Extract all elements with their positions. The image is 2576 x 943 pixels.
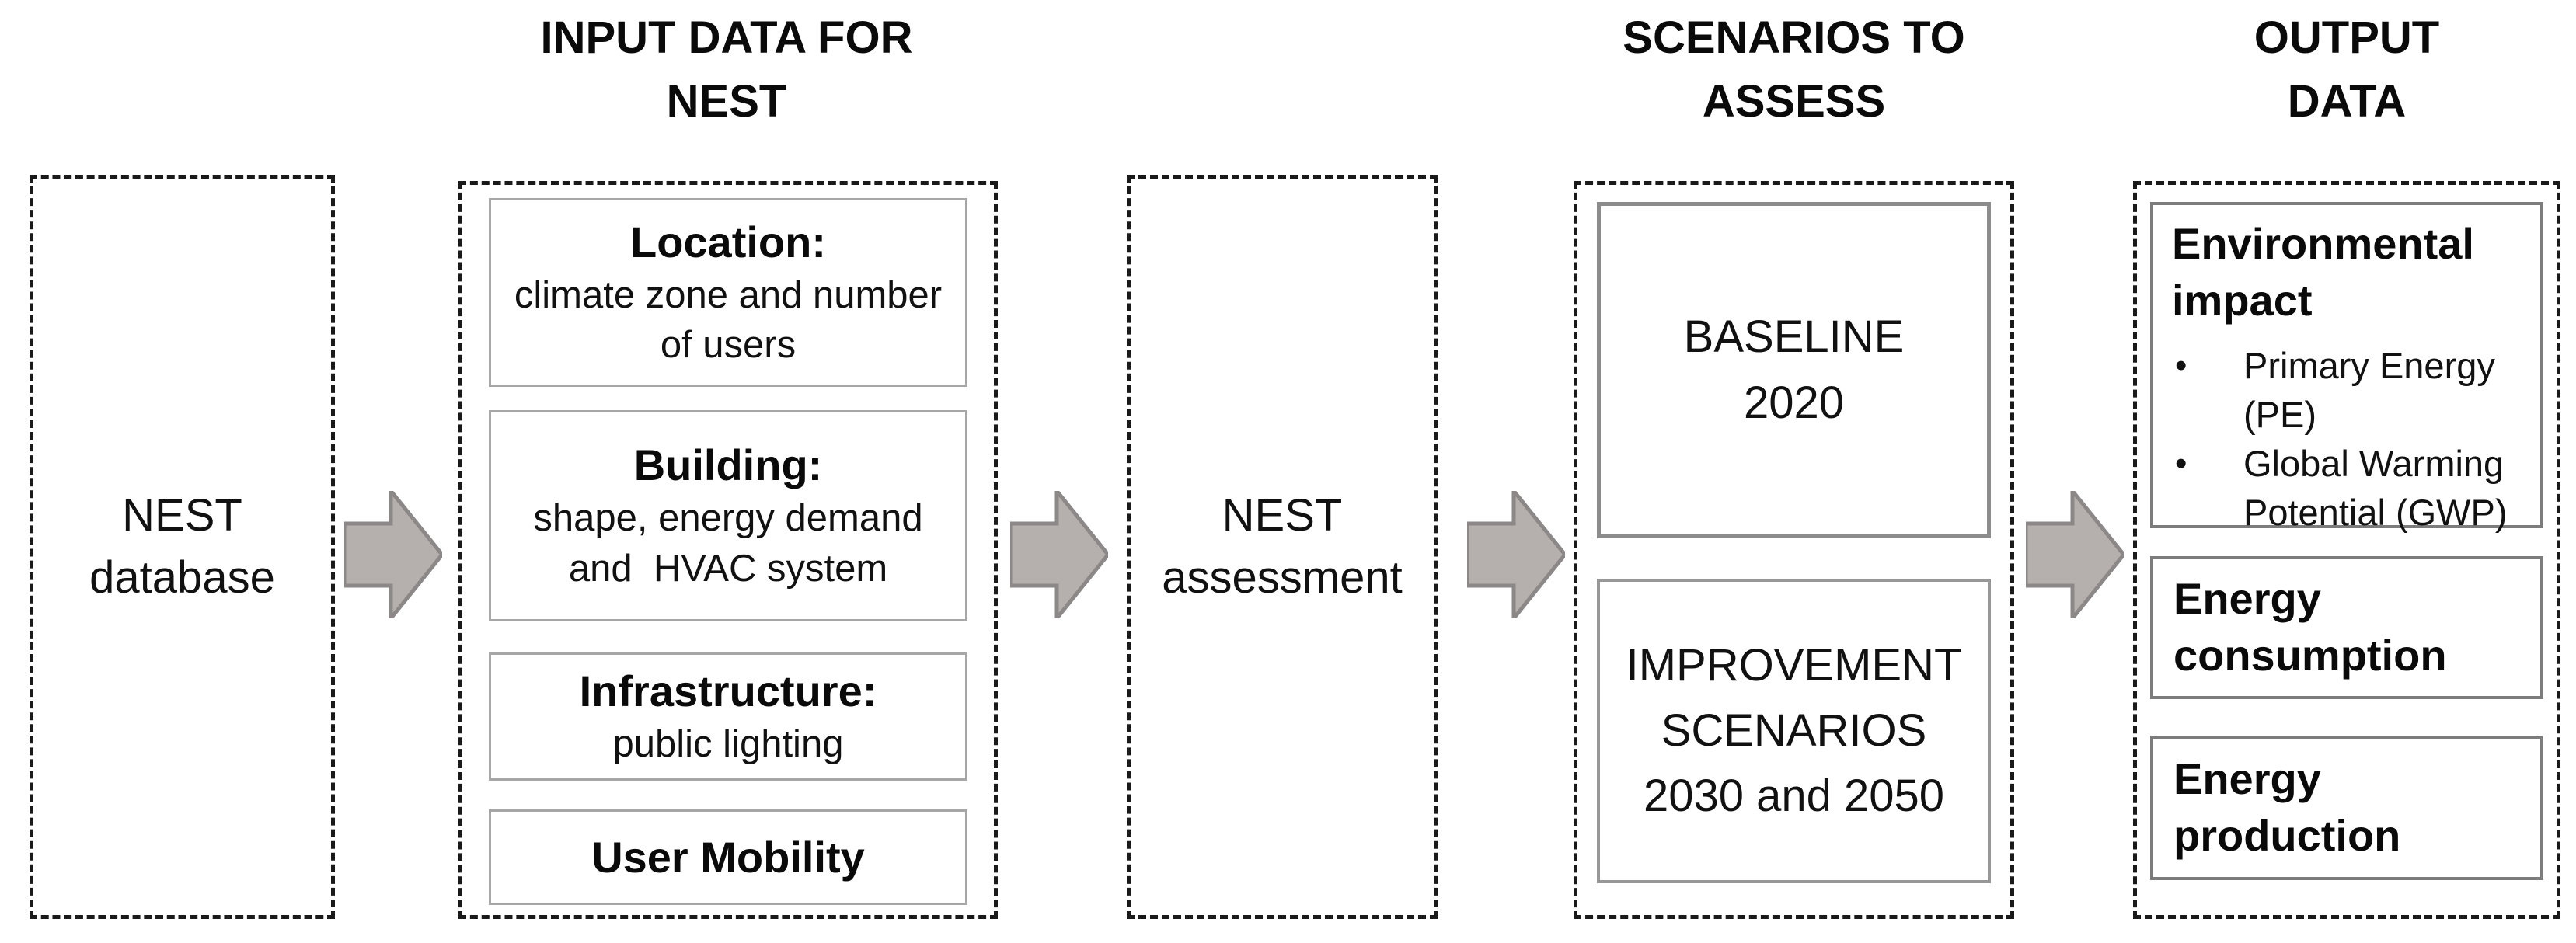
- building-title: Building:: [633, 440, 823, 490]
- energy-production-box: Energy production: [2150, 736, 2543, 880]
- bullet-dot-icon: •: [2175, 444, 2187, 482]
- input-box-location: Location: climate zone and number of use…: [489, 198, 967, 387]
- input-box-user-mobility: User Mobility: [489, 809, 967, 905]
- environmental-impact-box: Environmental impact • Primary Energy (P…: [2150, 202, 2543, 533]
- infrastructure-body: public lighting: [612, 723, 844, 765]
- flow-arrow-2: [1010, 491, 1108, 618]
- building-body: shape, energy demand and HVAC system: [533, 497, 923, 590]
- scenarios-section: BASELINE 2020 IMPROVEMENT SCENARIOS 2030…: [1574, 181, 2014, 919]
- bullet-primary-energy: Primary Energy (PE): [2243, 344, 2495, 435]
- user-mobility-title: User Mobility: [591, 832, 865, 882]
- list-item: • Global Warming Potential (GWP): [2172, 440, 2508, 538]
- nest-assessment-box: NEST assessment: [1127, 175, 1438, 919]
- input-data-header: INPUT DATA FOR NEST: [540, 12, 913, 127]
- impact-bullet-list: • Primary Energy (PE) • Global Warming P…: [2172, 342, 2508, 538]
- list-item: • Primary Energy (PE): [2172, 342, 2508, 440]
- energy-consumption-box: Energy consumption: [2150, 556, 2543, 699]
- input-data-section: Location: climate zone and number of use…: [458, 181, 998, 919]
- input-box-building: Building: shape, energy demand and HVAC …: [489, 410, 967, 621]
- nest-database-label: NEST database: [89, 489, 275, 603]
- scenarios-header: SCENARIOS TO ASSESS: [1623, 12, 1965, 127]
- output-data-section: Environmental impact • Primary Energy (P…: [2133, 181, 2560, 919]
- nest-assessment-label: NEST assessment: [1162, 489, 1403, 603]
- bullet-gwp: Global Warming Potential (GWP): [2243, 442, 2508, 533]
- input-box-infrastructure: Infrastructure: public lighting: [489, 652, 967, 781]
- flow-arrow-4: [2026, 491, 2124, 618]
- location-title: Location:: [630, 217, 826, 266]
- flow-arrow-3: [1467, 491, 1565, 618]
- nest-database-box: NEST database: [30, 175, 335, 919]
- baseline-2020-box: BASELINE 2020: [1597, 202, 1991, 538]
- bullet-dot-icon: •: [2175, 346, 2187, 385]
- environmental-impact-title: Environmental impact: [2172, 219, 2474, 325]
- infrastructure-title: Infrastructure:: [579, 666, 877, 716]
- improvement-scenarios-box: IMPROVEMENT SCENARIOS 2030 and 2050: [1597, 579, 1991, 883]
- flow-arrow-1: [344, 491, 442, 618]
- location-body: climate zone and number of users: [514, 273, 943, 367]
- output-data-header: OUTPUT DATA: [2254, 12, 2440, 127]
